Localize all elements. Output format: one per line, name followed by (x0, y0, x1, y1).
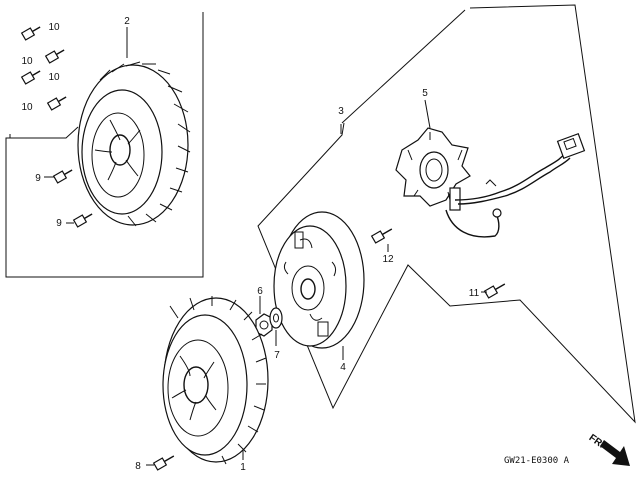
callout-5: 5 (422, 88, 428, 99)
callout-10: 10 (21, 56, 33, 67)
callout-9: 9 (56, 218, 62, 229)
bolt-icon (20, 26, 41, 41)
bolt-icon (46, 96, 67, 111)
leader-5 (424, 99, 431, 129)
callout-1: 1 (240, 462, 246, 473)
cooling-fan-upper (77, 61, 191, 227)
callout-3: 3 (338, 106, 344, 117)
callout-8: 8 (135, 461, 141, 472)
callout-11: 11 (469, 288, 480, 299)
callout-7: 7 (274, 350, 280, 361)
bolt-icon (20, 70, 41, 85)
callout-9: 9 (35, 173, 41, 184)
cooling-fan-lower (162, 296, 269, 465)
callout-10: 10 (21, 102, 33, 113)
front-direction-arrow-icon (600, 440, 630, 466)
callout-10: 10 (48, 72, 60, 83)
wire-harness (445, 133, 586, 238)
callout-6: 6 (257, 286, 263, 297)
callout-4: 4 (340, 362, 346, 373)
bolt-11 (481, 283, 506, 299)
bolt-12 (370, 228, 393, 252)
callout-12: 12 (382, 254, 394, 265)
stator (395, 127, 471, 211)
bolt-8 (146, 455, 175, 471)
bolt-icon (52, 169, 73, 184)
bolt-icon (44, 49, 65, 64)
flywheel (273, 211, 365, 349)
bolt-10-group (20, 26, 67, 111)
callout-10: 10 (48, 22, 60, 33)
group-3-frame (257, 4, 636, 424)
callout-2: 2 (124, 16, 130, 27)
bolt-9-group (44, 169, 93, 228)
diagram-code: GW21-E0300 A (504, 456, 570, 466)
bolt-icon (72, 213, 93, 228)
upper-left-frame (5, 12, 204, 278)
